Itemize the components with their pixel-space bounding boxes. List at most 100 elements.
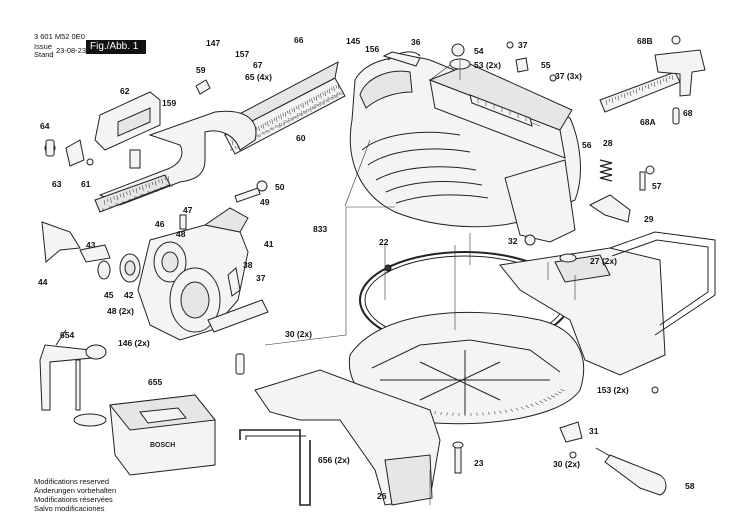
small-parts-right — [449, 41, 659, 459]
scale-tick — [119, 193, 122, 198]
part-label: 68 — [683, 108, 693, 118]
part-label: 28 — [603, 138, 613, 148]
scale-number: 110 — [279, 121, 286, 126]
depth-ticks — [605, 74, 674, 106]
scale-tick — [280, 114, 282, 120]
scale-tick — [293, 107, 296, 113]
scale-number: 70 — [261, 131, 266, 136]
scale-number: 220 — [327, 96, 334, 101]
scale-tick — [504, 409, 508, 413]
scale-number: 0 — [102, 207, 105, 212]
motor-housing-41 — [137, 207, 269, 375]
ring-part-36 — [382, 51, 421, 67]
scale-tick — [641, 86, 644, 92]
scale-tick — [110, 197, 112, 203]
scale-tick — [668, 76, 671, 80]
scale-number: 30 — [121, 200, 126, 205]
part-label: 43 — [86, 240, 96, 250]
scale-number: 90 — [270, 126, 275, 131]
scale-tick — [452, 412, 454, 416]
scale-tick — [154, 180, 157, 186]
document-number: 3 601 M52 0E0 — [34, 32, 85, 41]
scale-number: 40 — [128, 197, 133, 202]
angle-scale-rule — [469, 94, 533, 127]
part-label: 60 — [296, 133, 306, 143]
scale-tick — [258, 125, 260, 132]
scale-number: 60 — [140, 193, 145, 198]
scale-number: 150 — [296, 112, 303, 117]
part-label: 58 — [685, 481, 695, 491]
scale-tick — [328, 88, 331, 94]
scale-tick — [534, 402, 539, 405]
part-label: 656 (2x) — [318, 455, 350, 465]
scale-tick — [295, 106, 298, 110]
scale-tick — [142, 185, 144, 191]
scale-tick — [333, 86, 335, 92]
note-line: Salvo modificaciones — [34, 504, 105, 513]
small-fasteners — [44, 79, 211, 169]
part-label: 654 — [60, 330, 74, 340]
scale-number: 0 — [230, 147, 233, 152]
scale-tick — [493, 411, 496, 415]
scale-tick — [638, 87, 641, 91]
scale-tick — [659, 79, 662, 85]
part-label: 153 (2x) — [597, 385, 629, 395]
part-label: 66 — [294, 35, 304, 45]
part-label: 45 — [104, 290, 114, 300]
scale-tick — [264, 122, 267, 126]
scale-tick — [662, 78, 665, 82]
scale-tick — [135, 187, 138, 194]
part-label: 147 — [206, 38, 220, 48]
scale-tick — [286, 110, 289, 114]
handle-58 — [595, 447, 667, 496]
part-label: 48 — [176, 229, 186, 239]
part-label: 37 (3x) — [555, 71, 582, 81]
scale-tick — [256, 127, 258, 131]
scale-tick — [446, 412, 448, 416]
scale-tick — [335, 85, 338, 89]
part-label: 41 — [264, 239, 274, 249]
scale-number: 20 — [115, 202, 120, 207]
guard-plate-62 — [94, 91, 161, 151]
scale-tick — [614, 96, 617, 100]
part-label: 36 — [411, 37, 421, 47]
depth-stop-68 — [599, 35, 706, 125]
part-label: 32 — [508, 236, 518, 246]
scale-tick — [629, 90, 632, 96]
scale-tick — [499, 410, 502, 414]
scale-tick — [302, 102, 304, 108]
scale-number: 50 — [134, 195, 139, 200]
part-label: 29 — [644, 214, 654, 224]
scale-tick — [297, 104, 300, 111]
part-label: 145 — [346, 36, 360, 46]
scale-tick — [322, 92, 324, 96]
part-label: 68B — [637, 36, 653, 46]
scale-tick — [167, 175, 170, 182]
scale-tick — [520, 406, 524, 410]
part-label: 62 — [120, 86, 130, 96]
scale-tick — [282, 113, 285, 117]
lever-29 — [589, 165, 655, 223]
scale-tick — [231, 139, 234, 146]
scale-tick — [151, 181, 154, 186]
part-label: 26 — [377, 491, 387, 501]
stand-label: Stand — [34, 50, 54, 59]
scale-tick — [543, 398, 548, 402]
scale-tick — [122, 192, 125, 198]
scale-number: 210 — [323, 98, 330, 103]
scale-number: 90 — [160, 185, 165, 190]
scale-tick — [554, 393, 559, 396]
scale-tick — [510, 408, 513, 412]
scale-tick — [656, 80, 659, 84]
part-label: 47 — [183, 205, 193, 215]
scale-tick — [665, 77, 668, 83]
scale-number: 10 — [108, 205, 113, 210]
scale-tick — [164, 177, 167, 181]
part-label: 30 (2x) — [285, 329, 312, 339]
part-label: 50 — [275, 182, 285, 192]
scale-number: 100 — [166, 183, 173, 188]
support-rod-656 — [239, 429, 311, 506]
